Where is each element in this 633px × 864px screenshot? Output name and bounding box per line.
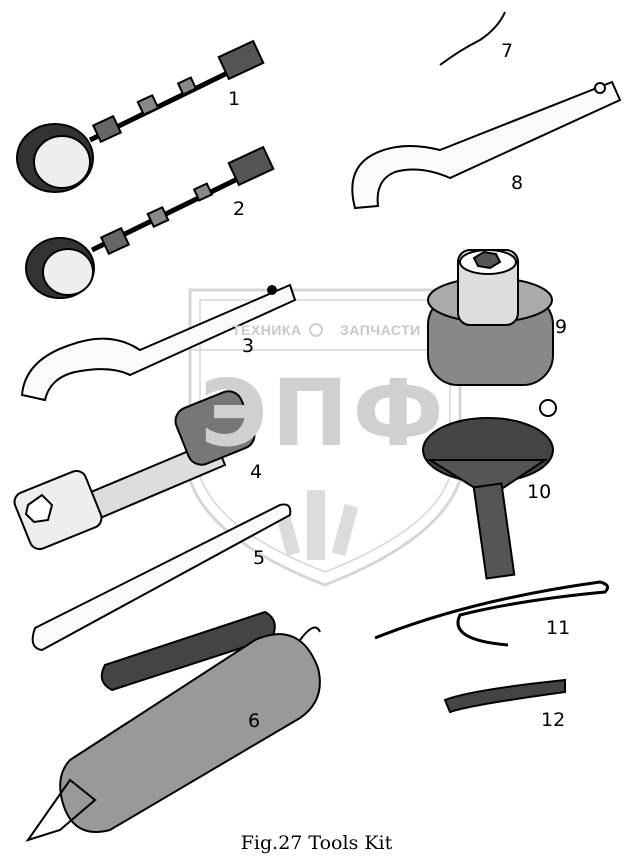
watermark-text-left: ТЕХНИКА xyxy=(232,322,302,338)
watermark-letters: ЭПФ xyxy=(200,360,448,467)
watermark-shield xyxy=(188,288,462,587)
tool-6-grease-gun xyxy=(25,610,321,842)
label-1: 1 xyxy=(228,88,241,110)
label-2: 2 xyxy=(233,198,246,220)
label-3: 3 xyxy=(242,335,255,357)
label-7: 7 xyxy=(501,40,514,62)
label-10: 10 xyxy=(527,481,552,503)
label-4: 4 xyxy=(250,461,263,483)
watermark-text-right: ЗАПЧАСТИ xyxy=(340,322,421,338)
tool-11-cable xyxy=(374,580,610,647)
tool-5-bar xyxy=(31,503,292,652)
label-11: 11 xyxy=(546,617,571,639)
tool-8-hook-spanner xyxy=(351,80,622,210)
figure-caption: Fig.27 Tools Kit xyxy=(240,832,393,854)
tool-12-punch xyxy=(443,678,566,714)
tool-10-funnel xyxy=(422,399,557,580)
tool-1-dial-gauge xyxy=(16,39,265,193)
label-5: 5 xyxy=(253,547,266,569)
label-12: 12 xyxy=(541,709,566,731)
label-6: 6 xyxy=(248,710,261,732)
tool-2-dial-gauge xyxy=(25,145,275,299)
label-9: 9 xyxy=(555,316,568,338)
tool-7-pin xyxy=(439,11,506,66)
label-8: 8 xyxy=(511,172,524,194)
tool-9-socket xyxy=(427,249,554,386)
tool-3-hook-spanner xyxy=(20,283,297,402)
tool-4-box-wrench xyxy=(13,390,256,551)
